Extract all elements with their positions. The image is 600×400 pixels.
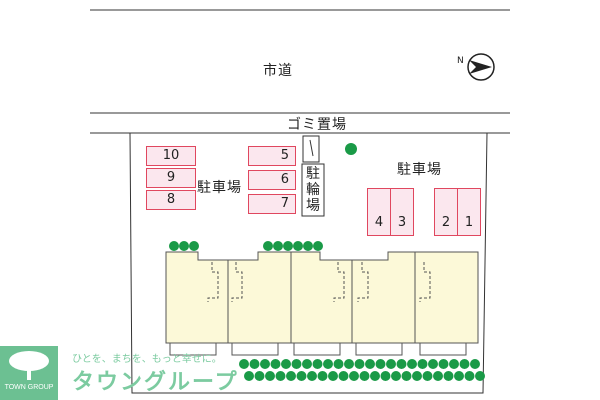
hedge-tree <box>449 359 459 369</box>
parking-slot-3: 3 <box>390 188 414 236</box>
parking-slot-5: 5 <box>248 146 296 166</box>
hedge-tree <box>323 359 333 369</box>
parking-slot-10: 10 <box>146 146 196 166</box>
hedge-tree <box>291 359 302 369</box>
hedge-tree <box>239 359 249 369</box>
building <box>165 251 479 356</box>
hedge-tree <box>407 359 417 369</box>
company-name: タウングループ <box>72 370 239 395</box>
hedge-tree <box>438 359 449 369</box>
hedge-tree <box>270 359 281 369</box>
hedge-tree <box>286 371 296 381</box>
hedge-tree <box>443 371 454 381</box>
bike-parking-label: 駐輪場 <box>306 166 320 214</box>
hedge-tree <box>386 359 396 369</box>
trees-top-center <box>263 241 323 251</box>
garbage-box-door <box>309 139 314 157</box>
hedge-tree <box>296 371 307 381</box>
hedge-tree <box>317 371 328 381</box>
hedge-tree <box>265 371 275 381</box>
parking-slot-9: 9 <box>146 168 196 188</box>
hedge-tree <box>312 359 323 369</box>
hedge-tree <box>417 359 428 369</box>
hedge-tree <box>475 371 485 381</box>
parking-slot-2: 2 <box>434 188 458 236</box>
hedge-tree <box>275 371 286 381</box>
hedge-tree <box>396 359 407 369</box>
hedge-tree <box>370 371 380 381</box>
hedge-tree <box>254 371 265 381</box>
tree-logo-icon <box>9 351 49 380</box>
hedge-trees <box>239 359 485 381</box>
trees-top-left <box>169 241 199 251</box>
hedge-tree <box>470 359 480 369</box>
hedge-tree <box>328 371 338 381</box>
hedge-tree <box>307 371 317 381</box>
hedge-tree <box>281 359 291 369</box>
hedge-tree <box>338 371 349 381</box>
road-label: 市道 <box>263 63 293 79</box>
hedge-tree <box>454 371 464 381</box>
hedge-tree <box>349 371 359 381</box>
parking-slot-1: 1 <box>457 188 481 236</box>
hedge-tree <box>380 371 391 381</box>
compass-label: N <box>457 56 464 66</box>
hedge-tree <box>375 359 386 369</box>
hedge-tree <box>249 359 260 369</box>
hedge-tree <box>354 359 365 369</box>
tree <box>345 143 357 155</box>
hedge-tree <box>302 359 312 369</box>
hedge-tree <box>464 371 475 381</box>
hedge-tree <box>459 359 470 369</box>
hedge-tree <box>412 371 422 381</box>
garbage-box <box>302 135 320 163</box>
hedge-tree <box>428 359 438 369</box>
compass-icon <box>467 53 495 81</box>
parking-slot-8: 8 <box>146 190 196 210</box>
bike-parking-box <box>301 163 325 217</box>
hedge-tree <box>260 359 270 369</box>
garbage-area-label: ゴミ置場 <box>287 117 347 133</box>
hedge-tree <box>433 371 443 381</box>
hedge-tree <box>365 359 375 369</box>
company-tagline: ひとを、まちを、もっと幸せに。 <box>72 354 222 365</box>
parking-right-label: 駐車場 <box>397 162 442 178</box>
parking-slot-7: 7 <box>248 194 296 214</box>
parking-left-label: 駐車場 <box>197 180 242 196</box>
hedge-tree <box>344 359 354 369</box>
parking-slot-4: 4 <box>367 188 391 236</box>
hedge-tree <box>401 371 412 381</box>
site-boundary <box>129 132 488 394</box>
parking-slot-6: 6 <box>248 170 296 190</box>
logo-caption: TOWN GROUP <box>4 384 54 391</box>
hedge-tree <box>391 371 401 381</box>
hedge-tree <box>422 371 433 381</box>
hedge-tree <box>244 371 254 381</box>
company-logo: TOWN GROUP <box>0 346 58 400</box>
hedge-tree <box>333 359 344 369</box>
hedge-tree <box>359 371 370 381</box>
